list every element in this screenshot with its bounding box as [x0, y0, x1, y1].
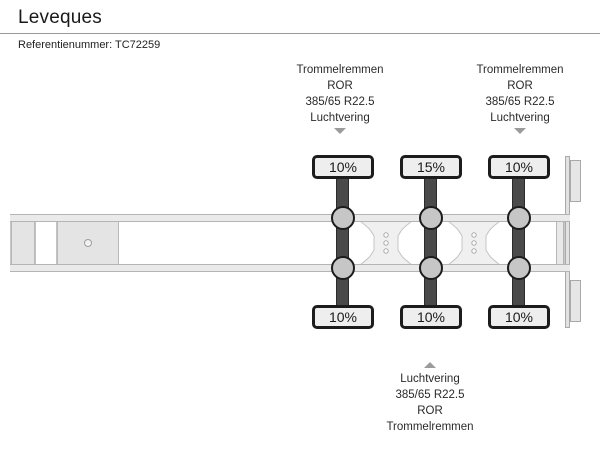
tyre-tread-badge[interactable]: 10%: [400, 305, 462, 329]
axle-label-top-right: Trommelremmen ROR 385/65 R22.5 Luchtveri…: [430, 62, 600, 134]
axle-label-bottom-center: Luchtvering 385/65 R22.5 ROR Trommelremm…: [340, 362, 520, 435]
rear-post: [565, 156, 570, 328]
rear-bumper-bracket: [570, 160, 581, 202]
triangle-down-icon: [514, 128, 526, 134]
axle-label-brand: ROR: [417, 405, 443, 417]
axle-bar: [336, 158, 349, 324]
triangle-up-icon: [424, 362, 436, 368]
axle-bar: [512, 158, 525, 324]
tyre-tread-badge[interactable]: 10%: [312, 155, 374, 179]
chassis-rail-top: [10, 214, 570, 222]
wheel-hub: [419, 256, 443, 280]
header-divider: [0, 33, 600, 34]
wheel-hub: [507, 206, 531, 230]
axle-label-brake-type: Trommelremmen: [296, 64, 384, 76]
page-title: Leveques: [18, 7, 103, 28]
axle-label-brand: ROR: [507, 80, 533, 92]
axle-bar: [424, 158, 437, 324]
reference-number: Referentienummer: TC72259: [18, 39, 161, 51]
axle-label-brake-type: Trommelremmen: [386, 421, 474, 433]
axle-label-brand: ROR: [327, 80, 353, 92]
axle-label-brake-type: Trommelremmen: [476, 64, 564, 76]
wheel-hub: [507, 256, 531, 280]
suspension-hanger: [358, 220, 414, 266]
axle-label-suspension: Luchtvering: [490, 112, 550, 124]
trailer-diagram: [0, 110, 600, 360]
tyre-tread-badge[interactable]: 10%: [488, 305, 550, 329]
wheel-hub: [331, 256, 355, 280]
rear-bumper-bracket: [570, 280, 581, 322]
front-nose-plate: [11, 220, 35, 266]
front-gap-panel: [35, 220, 57, 266]
axle-label-suspension: Luchtvering: [310, 112, 370, 124]
tyre-tread-badge[interactable]: 10%: [312, 305, 374, 329]
axle-label-tyre-size: 385/65 R22.5: [305, 96, 375, 108]
suspension-hanger: [446, 220, 502, 266]
triangle-down-icon: [334, 128, 346, 134]
chassis-rail-bottom: [10, 264, 570, 272]
rear-spine: [556, 218, 564, 268]
tyre-tread-badge[interactable]: 10%: [488, 155, 550, 179]
wheel-hub: [331, 206, 355, 230]
wheel-hub: [419, 206, 443, 230]
kingpin-icon: [84, 239, 92, 247]
axle-label-top-left: Trommelremmen ROR 385/65 R22.5 Luchtveri…: [250, 62, 430, 134]
tyre-tread-badge[interactable]: 15%: [400, 155, 462, 179]
axle-label-tyre-size: 385/65 R22.5: [485, 96, 555, 108]
axle-label-tyre-size: 385/65 R22.5: [395, 389, 465, 401]
axle-label-suspension: Luchtvering: [400, 373, 460, 385]
